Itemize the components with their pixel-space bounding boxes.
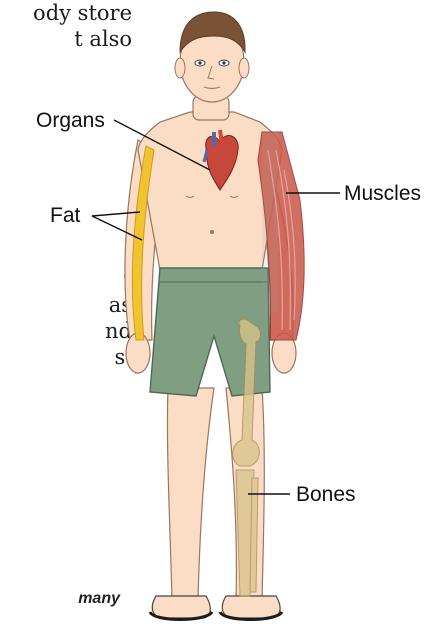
right-ear xyxy=(239,58,249,78)
label-bones: Bones xyxy=(296,483,356,506)
left-sandal xyxy=(152,596,210,618)
left-ear xyxy=(175,58,185,78)
label-organs: Organs xyxy=(36,109,105,132)
right-sandal xyxy=(222,596,280,618)
navel xyxy=(210,230,214,234)
muscle-overlay-panel xyxy=(262,132,278,312)
label-muscles: Muscles xyxy=(344,182,421,205)
left-leg xyxy=(167,388,214,600)
label-fat: Fat xyxy=(50,204,81,227)
torso xyxy=(138,112,282,270)
